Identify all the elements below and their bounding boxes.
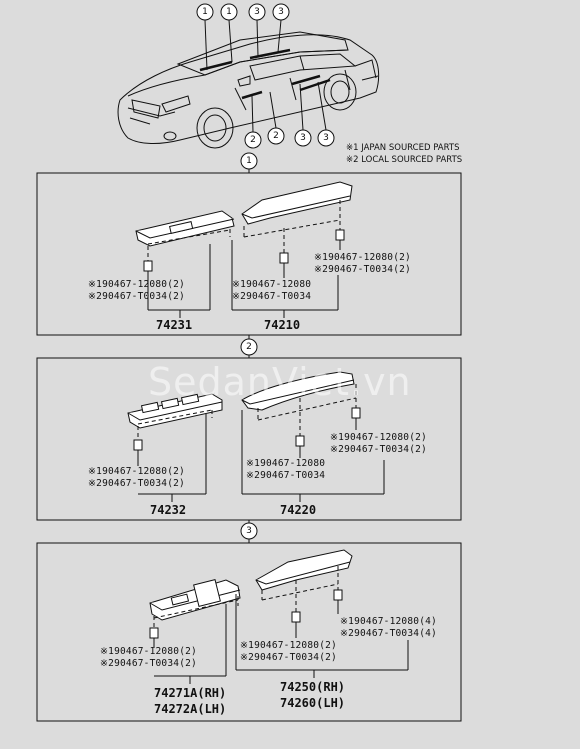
watermark-text: SedanViet.vn	[148, 360, 412, 404]
s2-left-code-2: ※290467-T0034(2)	[88, 478, 185, 489]
section-marker-2: 2	[246, 342, 252, 352]
s3-left-code-2: ※290467-T0034(2)	[100, 658, 197, 669]
s1-left-part-number: 74231	[156, 318, 193, 332]
s2-left-part-number: 74232	[150, 503, 187, 517]
s1-mid-code-1: ※190467-12080	[232, 279, 312, 290]
callout-top-4: 3	[278, 7, 284, 17]
s3-left-part-number-rh: 74271A(RH)	[154, 686, 227, 700]
callout-top-2: 1	[226, 7, 232, 17]
legend-japan: ※1 JAPAN SOURCED PARTS	[346, 143, 460, 153]
s3-left-code-1: ※190467-12080(2)	[100, 646, 197, 657]
callout-bottom-1: 2	[250, 135, 256, 145]
s3-mid-code-1: ※190467-12080(2)	[240, 640, 337, 651]
section-marker-1: 1	[246, 156, 252, 166]
s3-left-part-number-lh: 74272A(LH)	[154, 702, 227, 716]
s2-right-code-1: ※190467-12080(2)	[330, 432, 427, 443]
s1-right-code-1: ※190467-12080(2)	[314, 252, 411, 263]
s2-mid-code-1: ※190467-12080	[246, 458, 326, 469]
callout-bottom-4: 3	[323, 133, 329, 143]
s3-mid-code-2: ※290467-T0034(2)	[240, 652, 337, 663]
s1-right-part-number: 74210	[264, 318, 301, 332]
s1-mid-code-2: ※290467-T0034	[232, 291, 312, 302]
s3-right-part-number-rh: 74250(RH)	[280, 680, 346, 694]
s1-right-code-2: ※290467-T0034(2)	[314, 264, 411, 275]
s2-right-part-number: 74220	[280, 503, 317, 517]
car-illustration	[117, 31, 380, 149]
s1-left-code-1: ※190467-12080(2)	[88, 279, 185, 290]
section-marker-3: 3	[246, 526, 252, 536]
s3-right-code-2: ※290467-T0034(4)	[340, 628, 437, 639]
s2-right-code-2: ※290467-T0034(2)	[330, 444, 427, 455]
callout-bottom-3: 3	[300, 133, 306, 143]
s2-left-code-1: ※190467-12080(2)	[88, 466, 185, 477]
callout-top-3: 3	[254, 7, 260, 17]
s2-mid-code-2: ※290467-T0034	[246, 470, 326, 481]
legend-local: ※2 LOCAL SOURCED PARTS	[346, 155, 463, 165]
callout-bottom-2: 2	[273, 131, 279, 141]
s1-left-code-2: ※290467-T0034(2)	[88, 291, 185, 302]
callout-top-1: 1	[202, 7, 208, 17]
s3-right-part-number-lh: 74260(LH)	[280, 696, 346, 710]
s3-right-code-1: ※190467-12080(4)	[340, 616, 437, 627]
